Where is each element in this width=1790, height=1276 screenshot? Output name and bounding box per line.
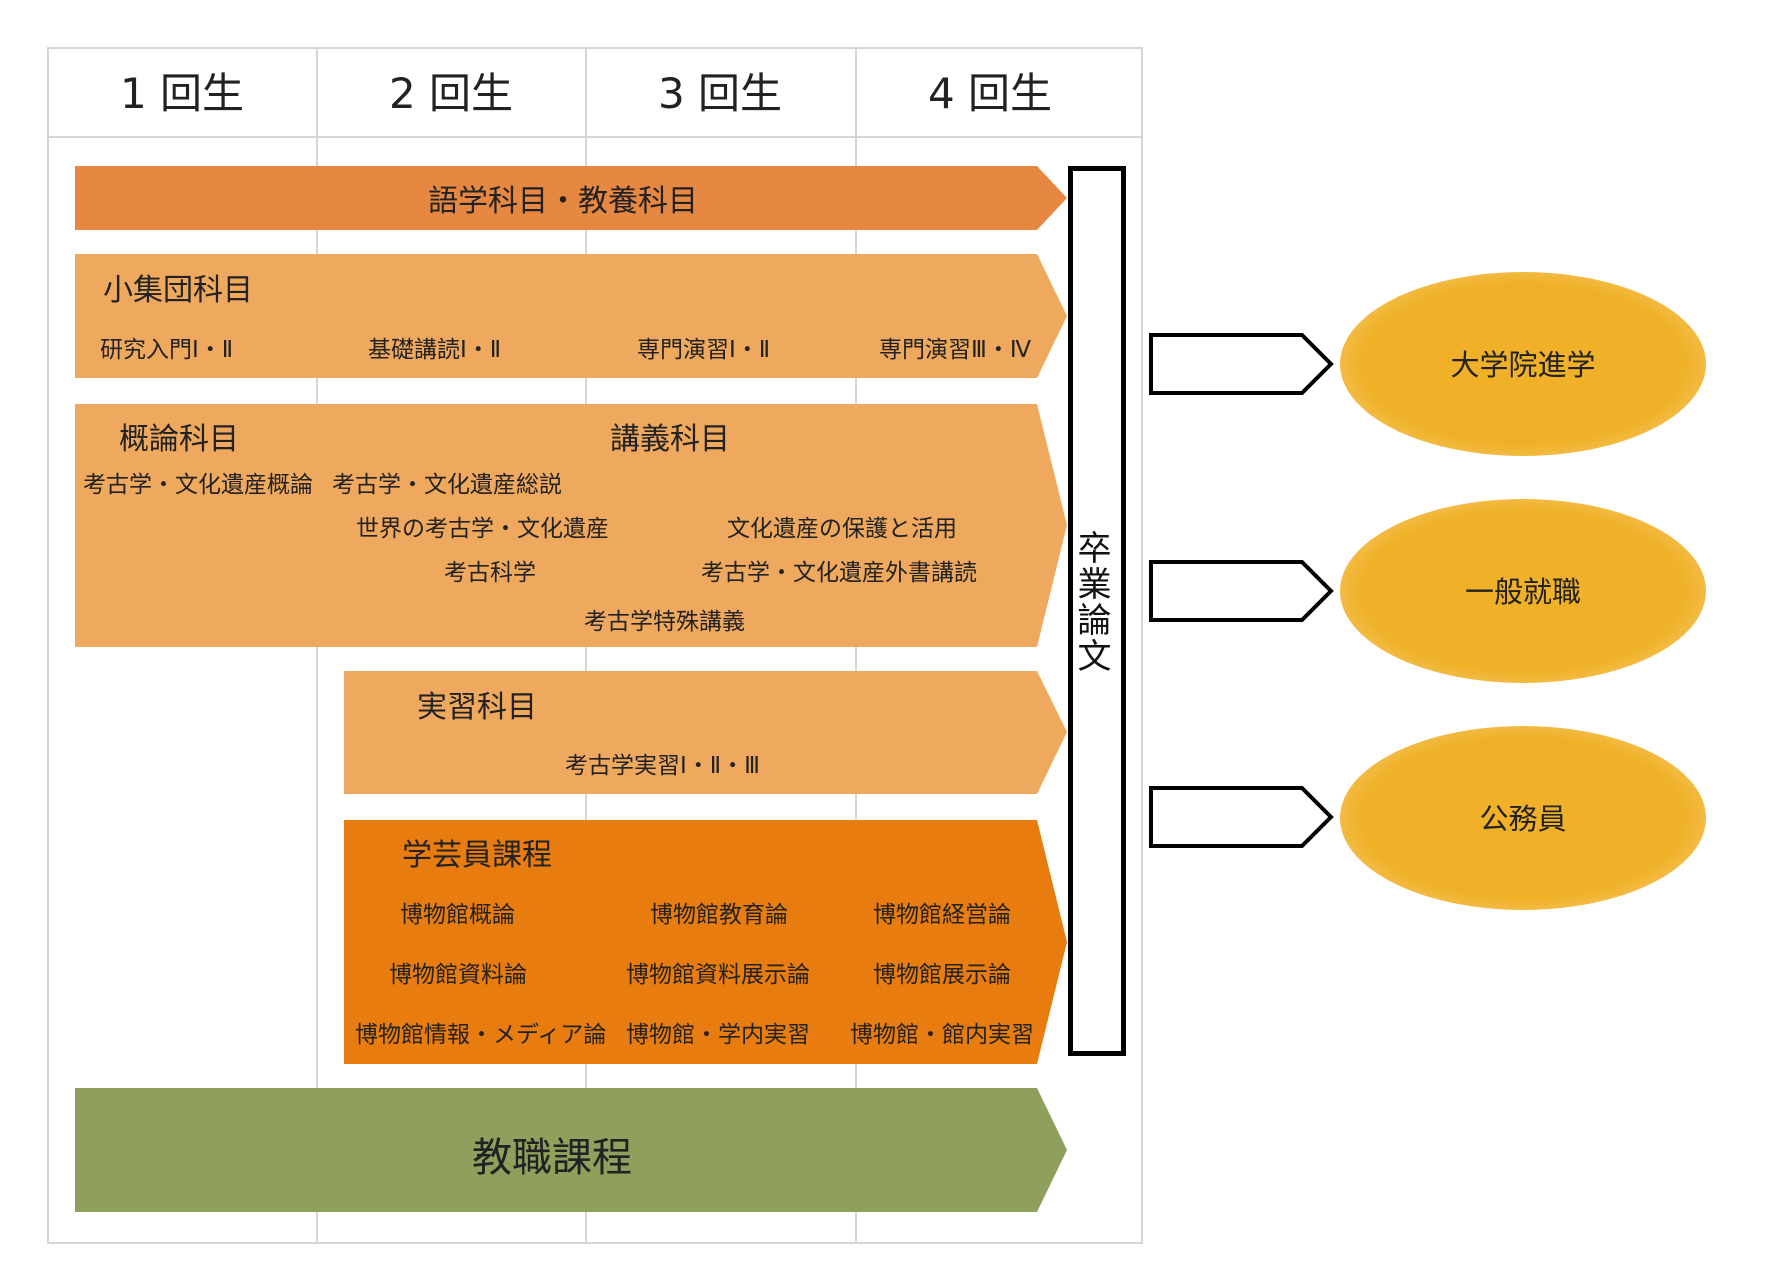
grid-border-top: [47, 47, 1143, 49]
lecture-item: 考古学・文化遺産外書講読: [701, 560, 977, 586]
practice-item: 考古学実習Ⅰ・Ⅱ・Ⅲ: [565, 753, 760, 779]
career-label: 公務員: [1479, 802, 1567, 836]
career-outcome-civil-servant: [1340, 726, 1706, 910]
teacher-title: 教職課程: [472, 1135, 632, 1181]
year-header-4: 4 回生: [927, 69, 1053, 118]
thesis-label: 卒業論文: [1071, 530, 1111, 674]
year-header-1: 1 回生: [119, 69, 245, 118]
seminar-item: 研究入門Ⅰ・Ⅱ: [100, 337, 234, 363]
curator-item: 博物館教育論: [650, 902, 788, 928]
curator-title: 学芸員課程: [402, 838, 552, 873]
curator-item: 博物館情報・メディア論: [355, 1022, 607, 1048]
seminar-item: 専門演習Ⅲ・Ⅳ: [879, 337, 1032, 363]
intro-lecture-item: 考古学・文化遺産概論: [83, 472, 313, 498]
lecture-item: 考古学・文化遺産総説: [332, 472, 562, 498]
curator-item: 博物館・館内実習: [850, 1022, 1034, 1048]
year-header-2: 2 回生: [388, 69, 514, 118]
general-title: 語学科目・教養科目: [428, 184, 698, 219]
seminar-item: 基礎講読Ⅰ・Ⅱ: [368, 337, 502, 363]
lecture-title: 講義科目: [610, 422, 730, 457]
lecture-band: [75, 404, 1067, 647]
general-band: [75, 166, 1067, 230]
career-arrow: [1149, 333, 1334, 395]
lecture-item: 考古科学: [444, 560, 536, 586]
lecture-item: 文化遺産の保護と活用: [727, 516, 957, 542]
career-label: 一般就職: [1464, 575, 1581, 609]
year-header-3: 3 回生: [657, 69, 783, 118]
lecture-item: 世界の考古学・文化遺産: [356, 516, 609, 542]
career-outcome-graduate-school: [1340, 272, 1706, 456]
curator-item: 博物館概論: [400, 902, 515, 928]
seminar-title: 小集団科目: [103, 273, 253, 308]
intro-lecture-title: 概論科目: [119, 422, 239, 457]
curator-item: 博物館経営論: [873, 902, 1011, 928]
career-arrow: [1149, 560, 1334, 622]
practice-title: 実習科目: [417, 690, 537, 725]
lecture-item: 考古学特殊講義: [584, 609, 745, 635]
grid-border-bottom: [47, 1242, 1143, 1244]
grid-border-right: [1141, 47, 1143, 1244]
career-outcome-general-employment: [1340, 499, 1706, 683]
career-arrow: [1149, 786, 1334, 848]
thesis-box: [1068, 166, 1126, 1056]
grid-header-divider: [47, 136, 1143, 138]
curator-item: 博物館展示論: [873, 962, 1011, 988]
practice-band: [344, 671, 1067, 794]
seminar-band: [75, 254, 1067, 378]
grid-border-left: [47, 47, 49, 1244]
seminar-item: 専門演習Ⅰ・Ⅱ: [637, 337, 771, 363]
curator-item: 博物館資料論: [389, 962, 527, 988]
curator-item: 博物館資料展示論: [626, 962, 810, 988]
career-label: 大学院進学: [1450, 348, 1596, 382]
curator-band: [344, 820, 1067, 1064]
curator-item: 博物館・学内実習: [626, 1022, 810, 1048]
teacher-band: [75, 1088, 1067, 1212]
